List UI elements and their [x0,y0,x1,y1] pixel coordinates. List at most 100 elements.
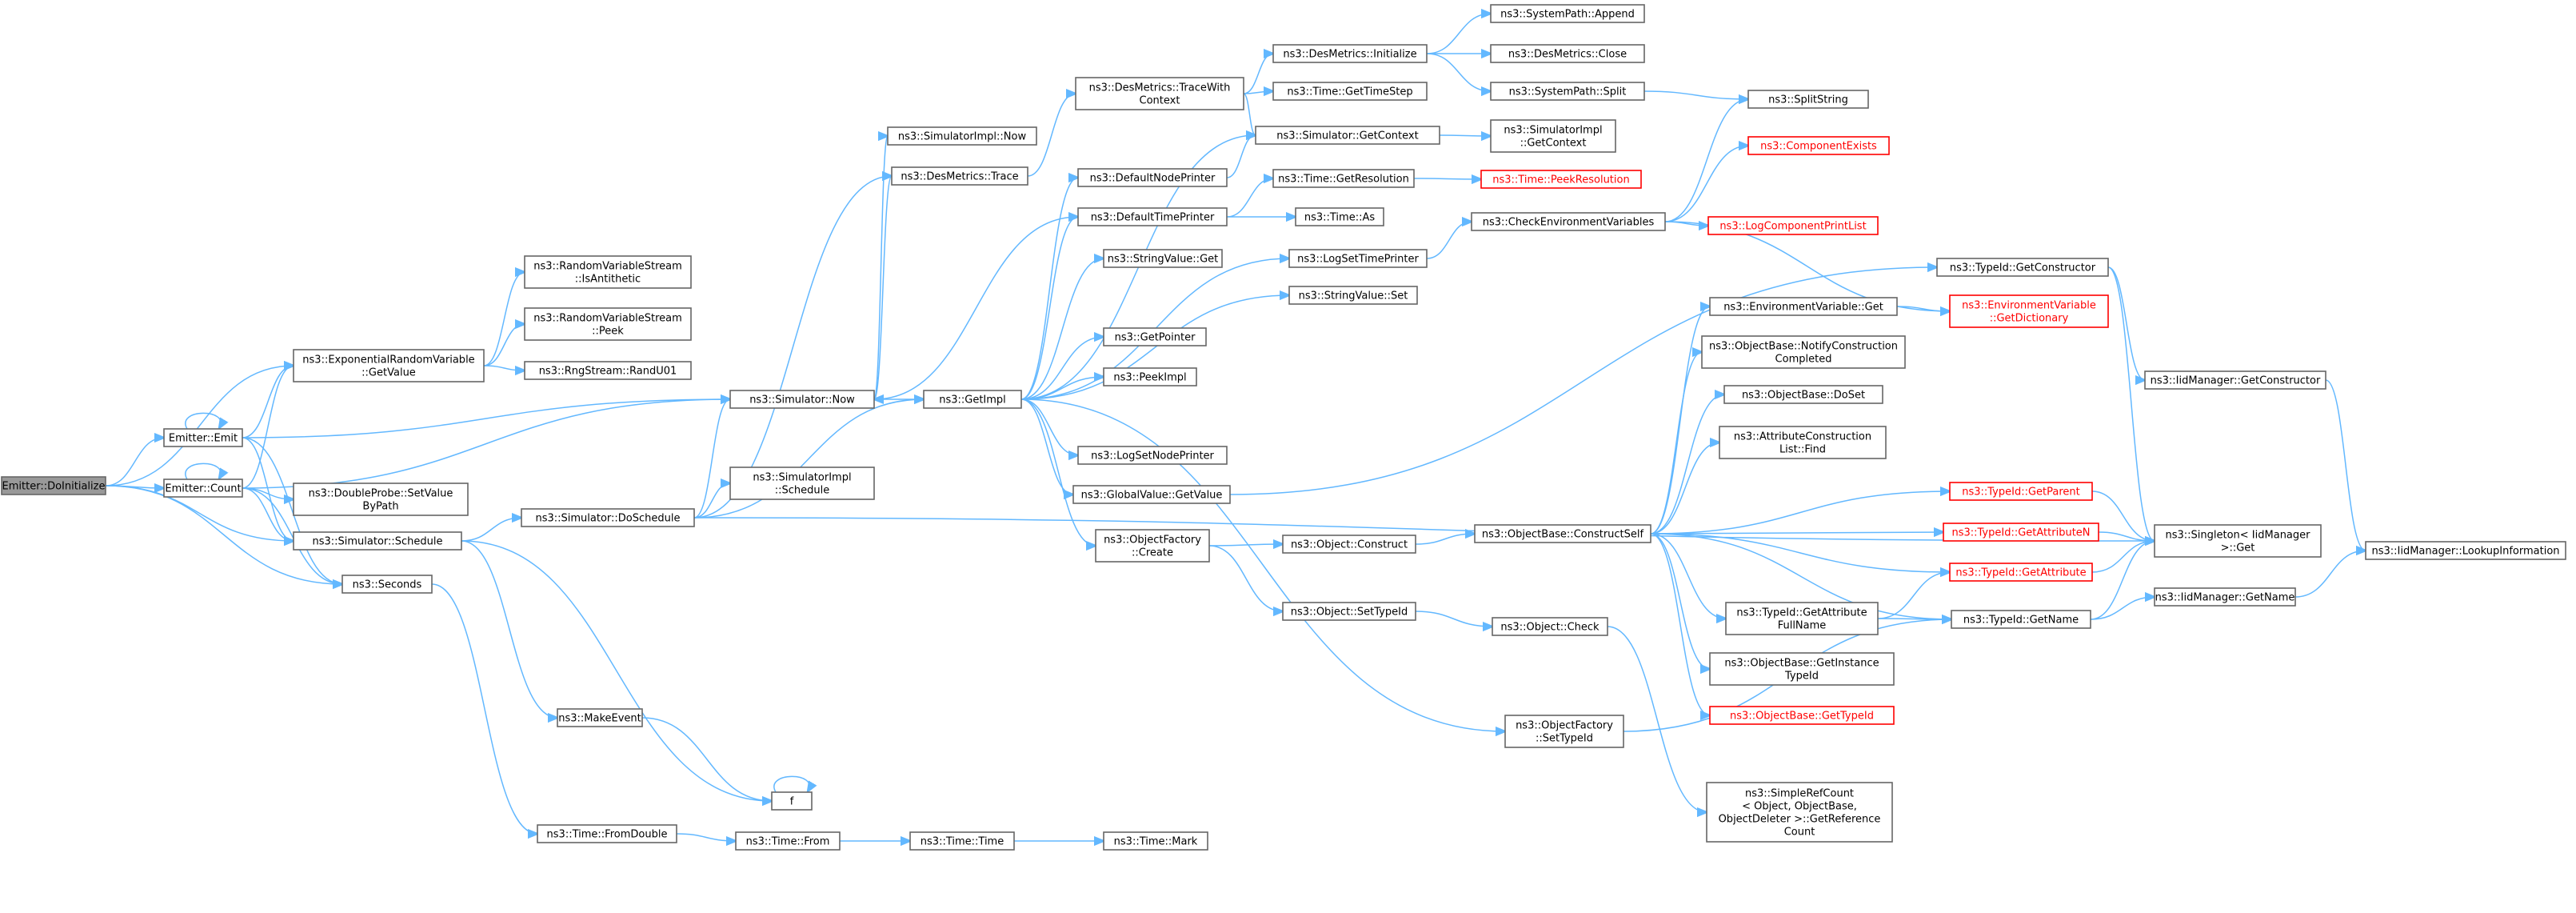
node-tidgetparent[interactable]: ns3::TypeId::GetParent [1949,482,2093,501]
edge-ofcreate-to-objconstruct [1208,544,1283,546]
node-objcheck[interactable]: ns3::Object::Check [1492,617,1608,636]
node-checkenv[interactable]: ns3::CheckEnvironmentVariables [1471,212,1666,231]
node-box [557,708,643,727]
node-desclose[interactable]: ns3::DesMetrics::Close [1490,44,1645,63]
node-logcompprint[interactable]: ns3::LogComponentPrintList [1707,216,1879,235]
node-simsched[interactable]: ns3::Simulator::Schedule [293,531,462,551]
node-ofsettypeid[interactable]: ns3::ObjectFactory::SetTypeId [1504,715,1624,748]
node-box [735,831,841,851]
node-simgetctx[interactable]: ns3::Simulator::GetContext [1255,126,1440,145]
node-peekres[interactable]: ns3::Time::PeekResolution [1480,170,1642,189]
node-obgettypeid[interactable]: ns3::ObjectBase::GetTypeId [1709,706,1895,725]
node-ofcreate[interactable]: ns3::ObjectFactory::Create [1095,529,1210,563]
node-box [1490,82,1645,101]
node-box [1077,207,1228,226]
node-getres[interactable]: ns3::Time::GetResolution [1272,169,1415,188]
node-defnodeprinter[interactable]: ns3::DefaultNodePrinter [1077,168,1228,187]
node-label: ::SetTypeId [1536,733,1593,745]
node-syssplit[interactable]: ns3::SystemPath::Split [1490,82,1645,101]
node-sysappend[interactable]: ns3::SystemPath::Append [1490,4,1645,23]
node-label: ns3::Time::From [746,836,830,848]
node-timefrom[interactable]: ns3::Time::From [735,831,841,851]
node-box [1747,136,1890,155]
node-logsettime[interactable]: ns3::LogSetTimePrinter [1288,249,1428,268]
node-box [1095,529,1210,563]
node-objsettypeid[interactable]: ns3::Object::SetTypeId [1282,602,1416,621]
node-iidgetctor[interactable]: ns3::IidManager::GetConstructor [2144,370,2326,390]
node-label: ns3::Time::Mark [1114,836,1198,848]
node-obconstructself[interactable]: ns3::ObjectBase::ConstructSelf [1474,524,1651,543]
node-envgetdict[interactable]: ns3::EnvironmentVariable::GetDictionary [1949,294,2109,328]
node-randu01[interactable]: ns3::RngStream::RandU01 [524,361,692,380]
edge-root-to-emit [105,438,164,487]
node-iidlookup[interactable]: ns3::IidManager::LookupInformation [2365,541,2566,560]
node-obnotify[interactable]: ns3::ObjectBase::NotifyConstructionCompl… [1701,335,1906,369]
edge-emit-to-emit [185,412,221,429]
node-expget[interactable]: ns3::ExponentialRandomVariable::GetValue [293,349,485,382]
node-gvget[interactable]: ns3::GlobalValue::GetValue [1072,485,1231,504]
node-envget[interactable]: ns3::EnvironmentVariable::Get [1709,297,1898,316]
node-objconstruct[interactable]: ns3::Object::Construct [1282,535,1416,554]
node-root[interactable]: Emitter::DoInitialize [1,476,106,495]
node-splitstring[interactable]: ns3::SplitString [1747,90,1869,109]
node-fromdouble[interactable]: ns3::Time::FromDouble [537,824,677,843]
edge-root-to-seconds [105,485,342,584]
node-label: ns3::Object::Check [1500,622,1600,634]
node-box [887,126,1037,146]
node-rvsanti[interactable]: ns3::RandomVariableStream::IsAntithetic [524,255,692,289]
node-desinit[interactable]: ns3::DesMetrics::Initialize [1272,44,1428,63]
node-simimplsched[interactable]: ns3::SimulatorImpl::Schedule [729,467,875,500]
node-simnow[interactable]: ns3::Simulator::Now [729,390,875,409]
node-label: ns3::TypeId::GetAttribute [1955,567,2086,579]
edge-obconstructself-to-obdoset [1650,394,1724,535]
node-box [1943,523,2099,542]
edge-simdosched-to-singletonget [693,517,2155,541]
node-seconds[interactable]: ns3::Seconds [341,575,433,594]
node-label: ns3::Seconds [353,579,422,591]
node-logsetnode[interactable]: ns3::LogSetNodePrinter [1077,446,1228,465]
node-tidgetname[interactable]: ns3::TypeId::GetName [1951,610,2091,629]
node-iidgetname[interactable]: ns3::IidManager::GetName [2154,587,2296,607]
node-makeevent[interactable]: ns3::MakeEvent [557,708,643,727]
edge-objconstruct-to-obconstructself [1415,534,1475,545]
node-getpointer[interactable]: ns3::GetPointer [1103,327,1207,346]
node-emit[interactable]: Emitter::Emit [163,428,243,447]
node-tidgetattr[interactable]: ns3::TypeId::GetAttribute [1949,563,2093,582]
node-f[interactable]: f [771,791,813,811]
edge-objsettypeid-to-objcheck [1415,611,1492,627]
node-timetime[interactable]: ns3::Time::Time [909,831,1015,851]
node-box [1272,169,1415,188]
edge-layer [105,14,2366,841]
edge-checkenv-to-compexists [1664,146,1748,222]
node-strvalset[interactable]: ns3::StringValue::Set [1288,286,1418,305]
node-rvspeek[interactable]: ns3::RandomVariableStream::Peek [524,307,692,341]
node-tidgetattrn[interactable]: ns3::TypeId::GetAttributeN [1943,523,2099,542]
node-timemark[interactable]: ns3::Time::Mark [1103,831,1208,851]
node-tidgetctor[interactable]: ns3::TypeId::GetConstructor [1936,258,2109,277]
node-count[interactable]: Emitter::Count [163,479,243,498]
node-getimpl[interactable]: ns3::GetImpl [923,390,1022,409]
node-peekimpl[interactable]: ns3::PeekImpl [1103,367,1197,386]
node-obdoset[interactable]: ns3::ObjectBase::DoSet [1723,385,1883,404]
node-strvalget[interactable]: ns3::StringValue::Get [1103,249,1223,268]
node-simplerefcount[interactable]: ns3::SimpleRefCount< Object, ObjectBase,… [1706,782,1893,843]
edge-simdosched-to-getimpl [693,399,924,519]
node-singletonget[interactable]: ns3::Singleton< IidManager>::Get [2154,524,2322,558]
edge-getimpl-to-strvalset [1020,295,1289,400]
node-label: ns3::AttributeConstruction [1734,431,1871,443]
node-label: ns3::Time::PeekResolution [1492,174,1629,186]
node-compexists[interactable]: ns3::ComponentExists [1747,136,1890,155]
node-deftimeprinter[interactable]: ns3::DefaultTimePrinter [1077,207,1228,226]
node-timeas[interactable]: ns3::Time::As [1295,207,1384,226]
node-simdosched[interactable]: ns3::Simulator::DoSchedule [521,508,695,527]
node-destrace[interactable]: ns3::DesMetrics::Trace [891,166,1028,186]
node-simimplgetctx[interactable]: ns3::SimulatorImpl::GetContext [1490,119,1616,153]
node-box [1936,258,2109,277]
node-simimplnow[interactable]: ns3::SimulatorImpl::Now [887,126,1037,146]
node-gettimestep[interactable]: ns3::Time::GetTimeStep [1272,82,1428,101]
